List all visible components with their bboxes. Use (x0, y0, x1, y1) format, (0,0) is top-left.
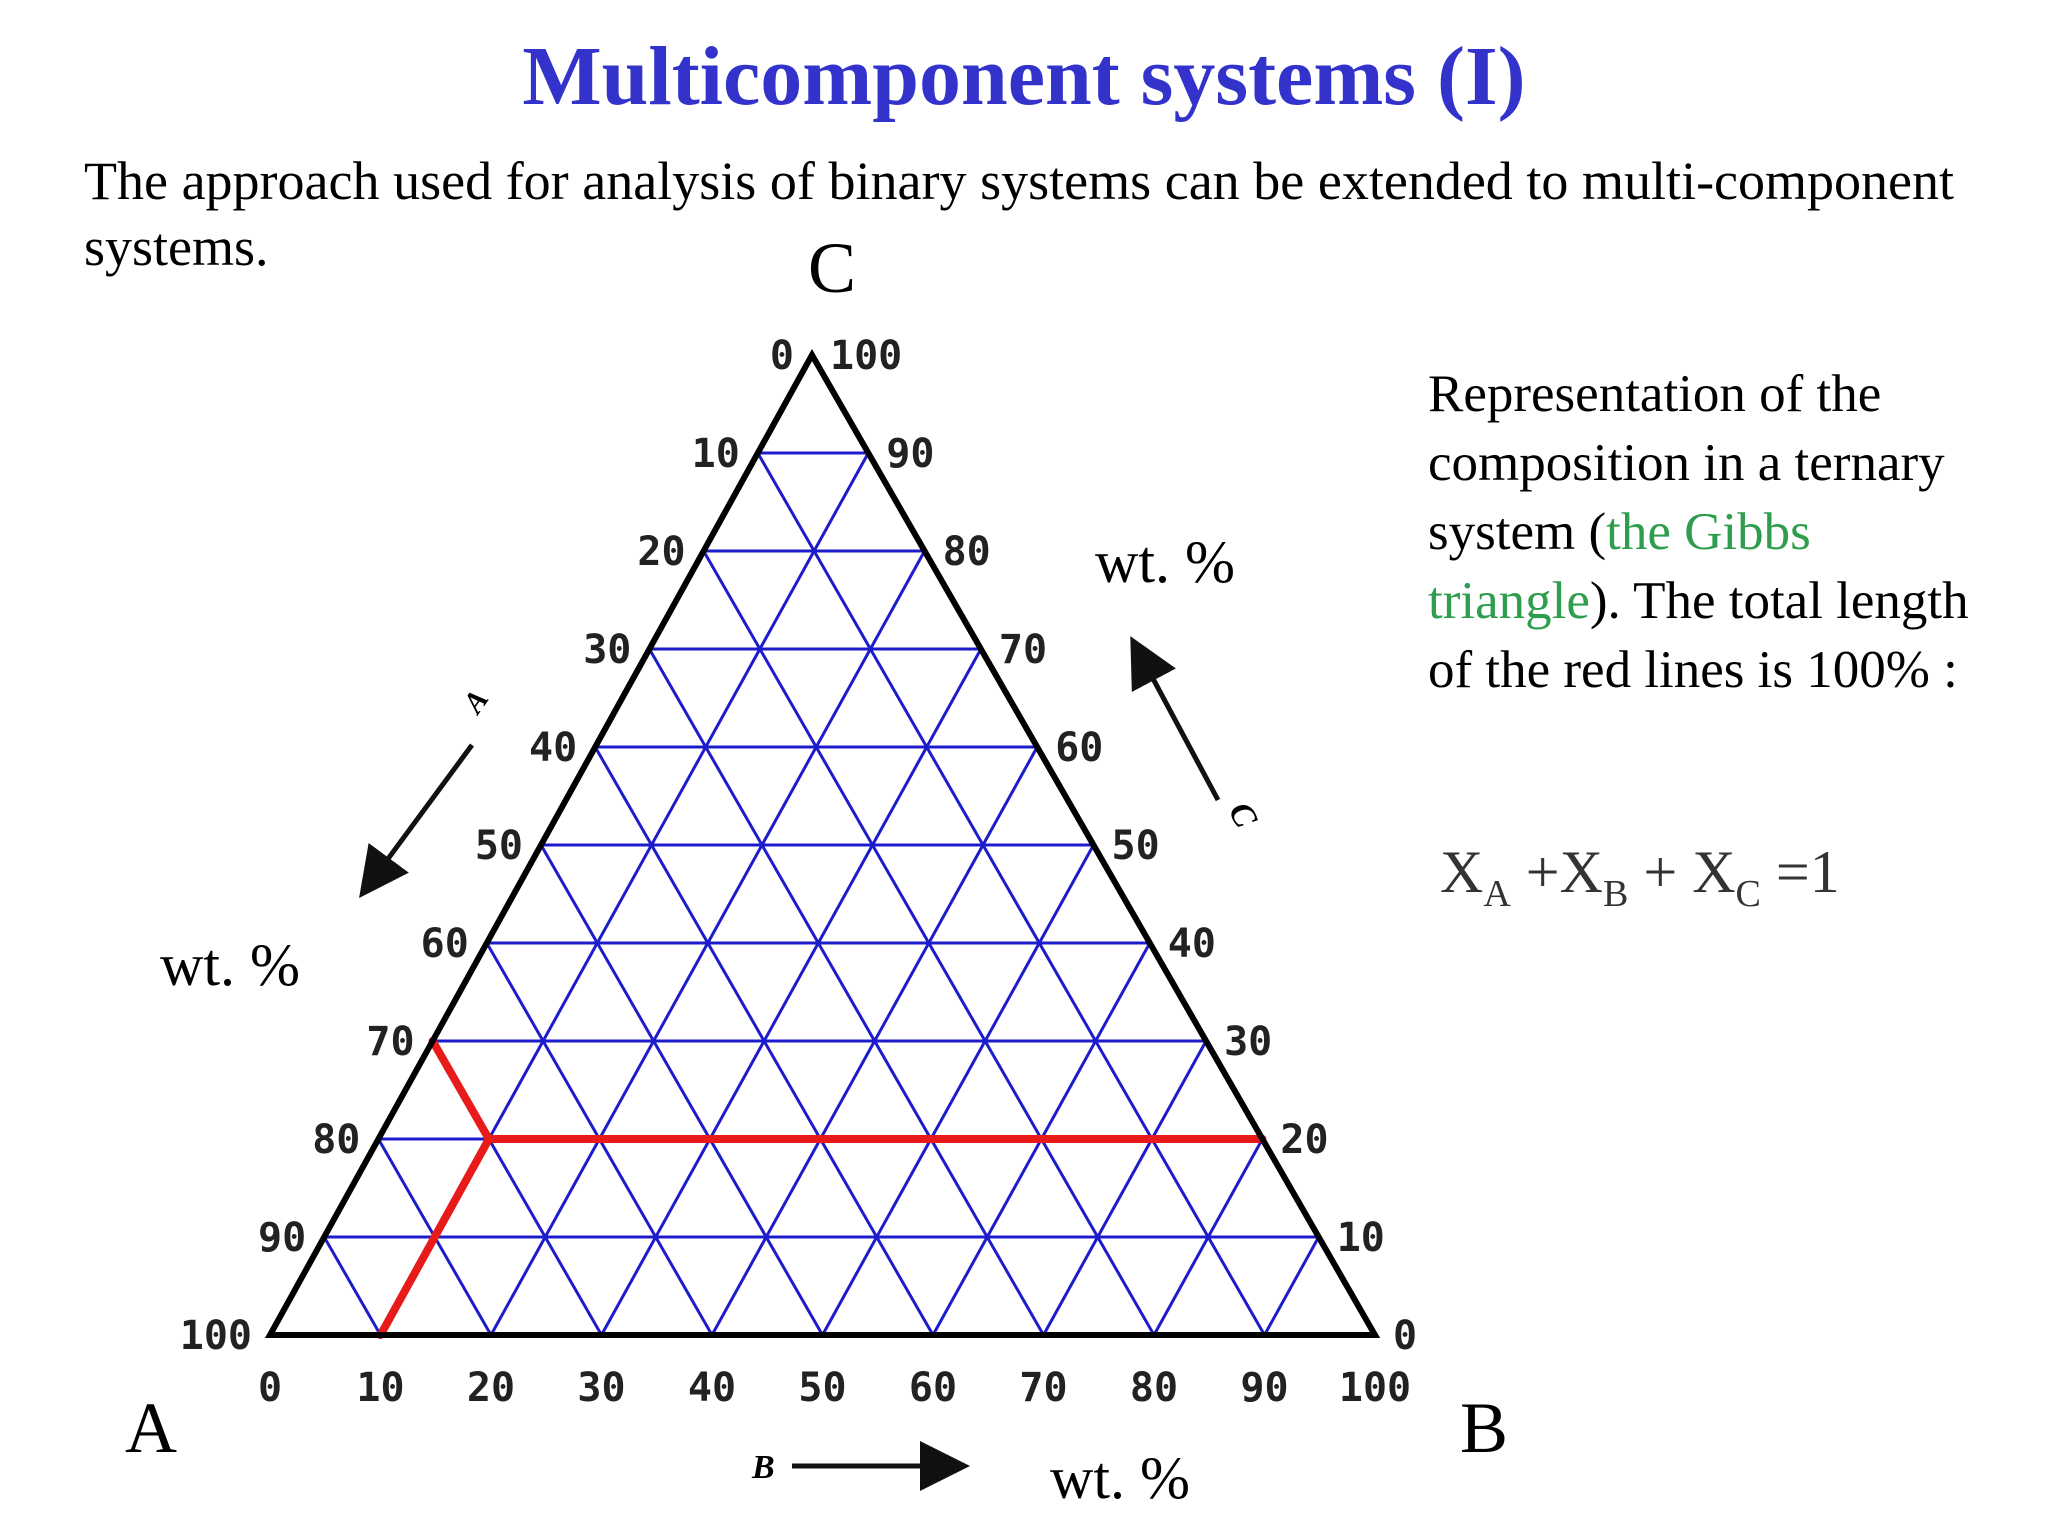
tick-label-right: 0 (1393, 1313, 1417, 1359)
tick-label-bottom: 60 (909, 1365, 957, 1411)
tick-label-right: 60 (1055, 725, 1103, 771)
unit-label-b: wt. % (1050, 1445, 1190, 1511)
tick-label-left: 100 (180, 1313, 252, 1359)
grid-line-a (648, 648, 1045, 1336)
description-part1: Representation of the composition in a t… (1428, 365, 1945, 561)
grid-line-b (600, 648, 983, 1336)
tick-label-bottom: 50 (798, 1365, 846, 1411)
grid-line-a (322, 1236, 382, 1336)
tick-label-left: 0 (770, 333, 794, 379)
description-part2: ). The total length of the red lines is … (1428, 572, 1969, 699)
formula-sub-c: C (1735, 873, 1761, 915)
tick-label-left: 60 (421, 921, 469, 967)
composition-lines (376, 1037, 1267, 1339)
axis-a-letter: A (456, 684, 496, 721)
tick-label-right: 70 (999, 627, 1047, 673)
grid-line-a (756, 452, 1266, 1336)
tick-label-bottom: 90 (1240, 1365, 1288, 1411)
grid-line-b (1263, 1236, 1321, 1336)
axis-c-arrow (1130, 636, 1221, 802)
tick-label-left: 40 (529, 725, 577, 771)
tick-label-left: 20 (637, 529, 685, 575)
tick-label-right: 80 (943, 529, 991, 575)
grid-line-b (1042, 1040, 1208, 1336)
red-line-constant-a (428, 1037, 493, 1143)
tick-label-bottom: 30 (577, 1365, 625, 1411)
tick-label-bottom: 70 (1019, 1365, 1067, 1411)
tick-label-bottom: 0 (258, 1365, 282, 1411)
axis-b-letter: B (751, 1449, 775, 1486)
vertex-c-label: C (808, 228, 856, 308)
unit-label-c: wt. % (1095, 529, 1235, 595)
formula-sub-b: B (1602, 873, 1629, 915)
tick-label-bottom: 20 (467, 1365, 515, 1411)
vertex-a-label: A (125, 1388, 177, 1468)
tick-label-left: 90 (258, 1215, 306, 1261)
tick-label-right: 90 (886, 431, 934, 477)
axis-c-letter: C (1221, 796, 1264, 834)
gibbs-triangle-term: the Gibbs triangle (1428, 503, 1811, 630)
description-text: Representation of the composition in a t… (1428, 360, 1988, 705)
grid-line-a (539, 844, 824, 1336)
tick-label-left: 70 (366, 1019, 414, 1065)
tick-label-right: 50 (1112, 823, 1160, 869)
axis-a-arrow (359, 743, 475, 899)
formula-x-b: X (1559, 839, 1603, 905)
grid-line-b (821, 844, 1095, 1336)
sum-formula: XA +XB + XC =1 (1440, 838, 1840, 916)
formula-plus-1: + (1510, 839, 1560, 905)
formula-x-a: X (1440, 839, 1484, 905)
tick-label-left: 80 (312, 1117, 360, 1163)
tick-label-right: 20 (1280, 1117, 1328, 1163)
grid-line-b (1152, 1138, 1264, 1336)
tick-label-right: 100 (830, 333, 902, 379)
formula-sub-a: A (1483, 873, 1511, 915)
formula-equals: =1 (1760, 839, 1840, 905)
tick-label-right: 10 (1337, 1215, 1385, 1261)
tick-label-bottom: 100 (1339, 1365, 1411, 1411)
unit-label-a: wt. % (160, 932, 300, 998)
tick-label-right: 30 (1224, 1019, 1272, 1065)
tick-label-bottom: 10 (356, 1365, 404, 1411)
formula-plus-2: + (1628, 839, 1693, 905)
formula-x-c: X (1692, 839, 1736, 905)
vertex-b-label: B (1460, 1388, 1508, 1468)
tick-label-right: 40 (1168, 921, 1216, 967)
tick-label-bottom: 80 (1130, 1365, 1178, 1411)
slide-title: Multicomponent systems (I) (522, 30, 1526, 123)
tick-label-left: 10 (692, 431, 740, 477)
tick-label-left: 30 (583, 627, 631, 673)
triangle-frame (264, 348, 1381, 1338)
intro-paragraph: The approach used for analysis of binary… (84, 151, 1954, 277)
tick-label-left: 50 (475, 823, 523, 869)
tick-label-bottom: 40 (688, 1365, 736, 1411)
red-line-constant-b (376, 1135, 493, 1339)
